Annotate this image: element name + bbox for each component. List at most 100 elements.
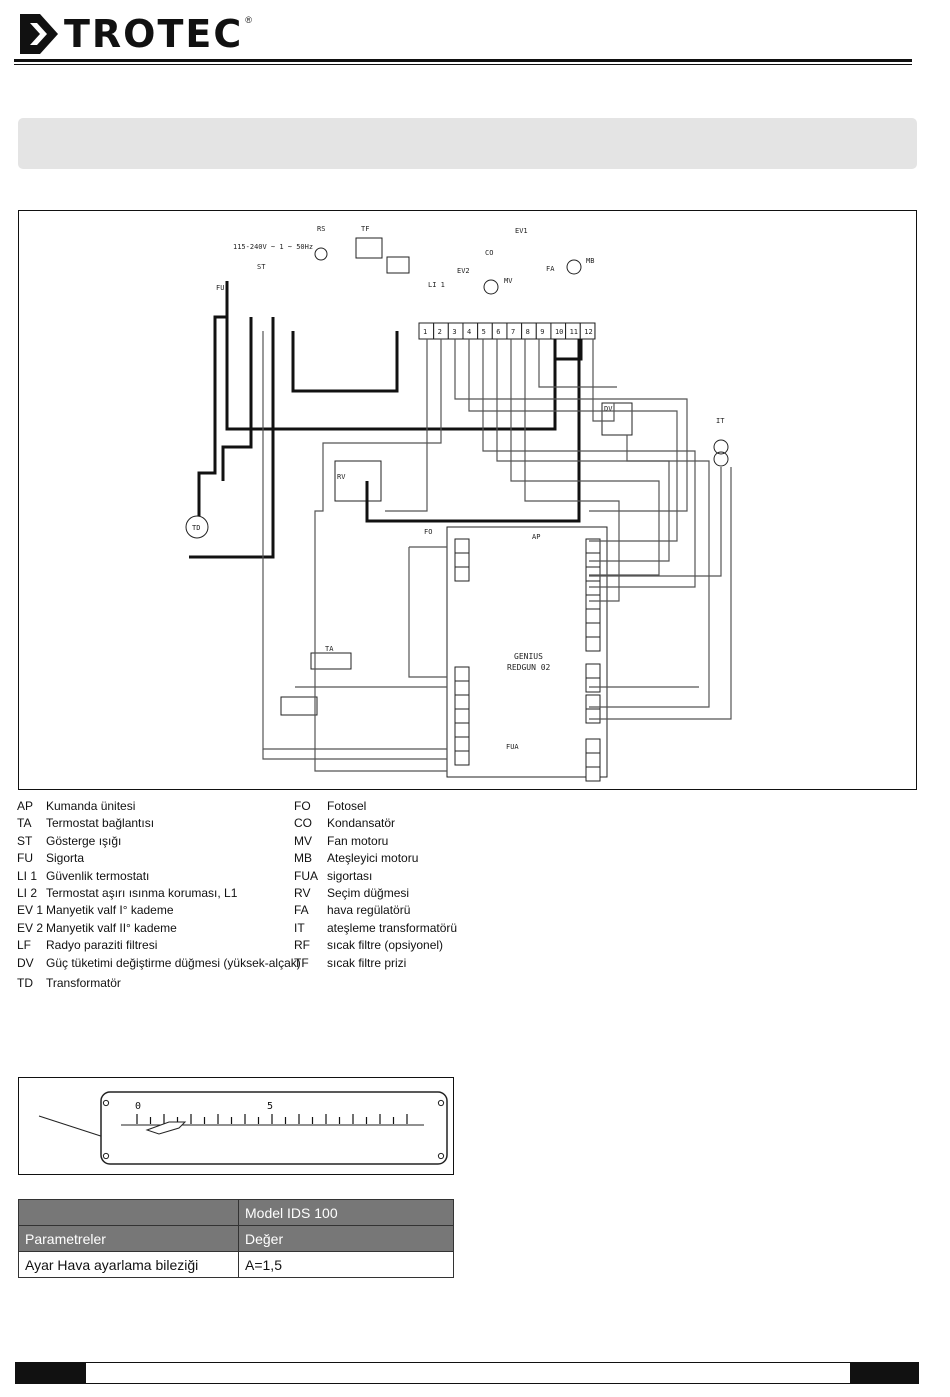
header-rule-thin [14, 64, 912, 65]
air-adjust-svg: 0 5 [38, 1091, 448, 1165]
rs-label: RS [317, 225, 325, 233]
terminal-number: 9 [540, 328, 544, 336]
legend-code: FA [294, 903, 309, 918]
terminal-number: 8 [526, 328, 530, 336]
air-adjust-illustration: 0 5 [18, 1077, 454, 1175]
connector-pin [585, 566, 601, 582]
td-label: TD [192, 524, 200, 532]
it-label: IT [716, 417, 725, 425]
tf-label: TF [361, 225, 369, 233]
table-row: Ayar Hava ayarlama bileziği A=1,5 [18, 1251, 454, 1278]
legend-text: ateşleme transformatörü [327, 920, 458, 935]
connector-pin [454, 552, 470, 568]
connector-pin [454, 538, 470, 554]
screw-icon [437, 1099, 445, 1107]
scale-label-0: 0 [135, 1101, 141, 1112]
legend-text: hava regülatörü [327, 903, 411, 918]
mb-component [566, 259, 582, 275]
connector-pin [454, 736, 470, 752]
legend-code: DV [17, 955, 34, 970]
dv-label: DV [604, 405, 613, 413]
legend-item: FUA sigortası [294, 868, 457, 885]
screw-icon [102, 1099, 110, 1107]
legend-text: Termostat bağlantısı [46, 816, 155, 831]
terminal-number: 6 [496, 328, 500, 336]
table-header-row: Model IDS 100 [18, 1199, 454, 1226]
table-header-model: Model IDS 100 [238, 1199, 454, 1226]
screw-icon [102, 1152, 110, 1160]
board-name-line2: REDGUN 02 [507, 663, 551, 672]
legend-item: TD Transformatör [17, 975, 301, 992]
connector-pin [585, 580, 601, 596]
tf-component [355, 237, 383, 259]
legend-text: Fan motoru [327, 833, 389, 848]
voltage-label: 115-240V ~ 1 ~ 50Hz [233, 243, 313, 251]
control-board [446, 526, 608, 778]
legend-text: Transformatör [46, 976, 121, 991]
connector-pin [585, 552, 601, 568]
terminal-number: 4 [467, 328, 471, 336]
mv-label: MV [504, 277, 513, 285]
adjust-lever [145, 1121, 187, 1135]
connector-pin [585, 608, 601, 624]
plug-component [386, 256, 410, 274]
legend-text: sigortası [327, 868, 373, 883]
ta-label: TA [325, 645, 334, 653]
footer-left-block [16, 1363, 86, 1383]
legend-text: Radyo paraziti filtresi [46, 938, 158, 953]
legend-code: EV 2 [17, 920, 44, 935]
td-component [185, 515, 209, 539]
table-cell-value: A=1,5 [238, 1251, 454, 1278]
legend-text: Güvenlik termostatı [46, 868, 150, 883]
legend-text: Sigorta [46, 851, 85, 866]
scale-ticks [136, 1114, 408, 1124]
legend-code: CO [294, 816, 312, 831]
connector-pin [585, 766, 601, 782]
legend-code: LI 2 [17, 886, 38, 901]
li1-label: LI 1 [428, 281, 445, 289]
connector-pin [585, 677, 601, 693]
st-label: ST [257, 263, 266, 271]
connector-pin [454, 694, 470, 710]
fa-label: FA [546, 265, 555, 273]
connector-pin [454, 708, 470, 724]
trotec-logo-icon [20, 14, 58, 54]
it-coil-a [713, 439, 729, 455]
legend-item: DV Güç tüketimi değiştirme düğmesi (yükse… [17, 955, 301, 972]
terminal-number: 10 [555, 328, 563, 336]
legend-item: FA hava regülatörü [294, 902, 457, 919]
legend-code: TF [294, 955, 309, 970]
connector-pin [585, 636, 601, 652]
scale-plate [100, 1091, 448, 1165]
legend-code: FUA [294, 868, 318, 883]
terminal-number: 5 [482, 328, 486, 336]
connector-pin [585, 594, 601, 610]
table-column-parameters: Parametreler [18, 1225, 239, 1252]
board-connectors [454, 538, 601, 782]
legend-text: Termostat aşırı ısınma koruması, L1 [46, 886, 238, 901]
footer-right-block [850, 1363, 918, 1383]
table-column-value: Değer [238, 1225, 454, 1252]
legend-code: RF [294, 938, 310, 953]
ev1-label: EV1 [515, 227, 528, 235]
terminal-number: 1 [423, 328, 427, 336]
rv-label: RV [337, 473, 346, 481]
legend-item: LI 2 Termostat aşırı ısınma koruması, L1 [17, 885, 301, 902]
fo-label: FO [424, 528, 432, 536]
table-header-empty [18, 1199, 239, 1226]
legend-code: TD [17, 976, 33, 991]
legend-code: ST [17, 833, 33, 848]
dv-component [601, 402, 633, 436]
tf-socket-component [280, 696, 318, 716]
section-title-bar [18, 118, 917, 169]
legend-text: Güç tüketimi değiştirme düğmesi (yüksek-… [46, 955, 301, 970]
